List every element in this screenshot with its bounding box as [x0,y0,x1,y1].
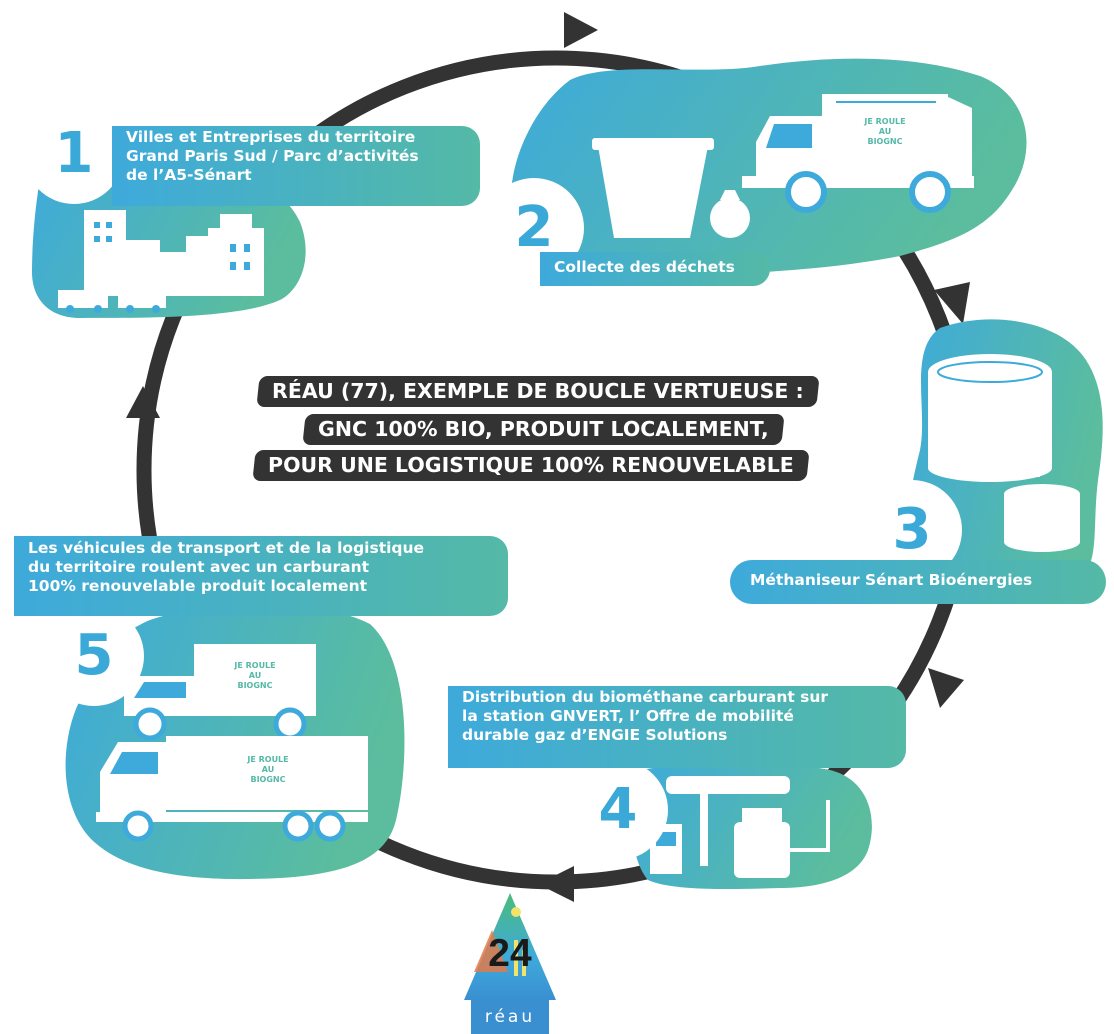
step-5-label-line-3: 100% renouvelable produit localement [28,576,368,595]
step-4-label-line-2: la station GNVERT, l’ Offre de mobilité [462,706,794,725]
delivery-trucks-icon: JE ROULE AU BIOGNC JE ROULE AU BIOGNC [96,644,368,842]
van-text-line-3: BIOGNC [237,681,272,690]
truck-text-line-3: BIOGNC [867,137,902,146]
truck-text-line-2: AU [879,127,891,136]
step-1-label-line-1: Villes et Entreprises du territoire [126,128,416,146]
loop-arrows [126,12,970,902]
step-1-label-line-3: de l’A5-Sénart [126,165,252,184]
step-5-number: 5 [44,606,144,706]
methanizer-tank-icon [928,354,1080,552]
arrow-right-top-icon [934,282,970,324]
fuel-station-icon [650,776,830,878]
logo-wordmark: réau [484,1007,536,1027]
step-2-label: Collecte des déchets [540,252,770,286]
title-line-1-text: RÉAU (77), EXEMPLE DE BOUCLE VERTUEUSE : [272,379,804,403]
title-line-3-text: POUR UNE LOGISTIQUE 100% RENOUVELABLE [268,453,794,477]
step-4-label-line-1: Distribution du biométhane carburant sur [462,688,829,706]
city-buildings-icon [58,210,264,308]
step-4-label: Distribution du biométhane carburant sur… [448,686,906,768]
arrow-left-icon [126,386,160,418]
page-number: 24 [488,932,532,975]
step-5-label-line-1: Les véhicules de transport et de la logi… [28,539,425,557]
title-line-2-text: GNC 100% BIO, PRODUIT LOCALEMENT, [318,417,769,441]
garbage-truck-icon: JE ROULE AU BIOGNC [742,94,974,213]
waste-bin-icon [592,138,750,238]
title-line-2: GNC 100% BIO, PRODUIT LOCALEMENT, [302,414,785,445]
step-4-number: 4 [568,760,668,860]
truck-text-line-2: AU [262,765,274,774]
truck-text-line-1: JE ROULE [863,117,905,126]
step-5-label-line-2: du territoire roulent avec un carburant [28,557,370,576]
step-5-label: Les véhicules de transport et de la logi… [14,536,508,616]
step-2-illustration: JE ROULE AU BIOGNC [511,58,1027,275]
truck-text-line-3: BIOGNC [250,775,285,784]
arrow-right-bottom-icon [928,668,964,708]
step-4-label-line-3: durable gaz d’ENGIE Solutions [462,725,728,744]
van-text-line-2: AU [249,671,261,680]
step-3-label-line-1: Méthaniseur Sénart Bioénergies [750,571,1033,589]
arrow-bottom-icon [538,866,574,902]
step-1-label-line-2: Grand Paris Sud / Parc d’activités [126,146,419,165]
step-2-number: 2 [484,178,584,278]
step-4-illustration [630,762,872,890]
title-line-1: RÉAU (77), EXEMPLE DE BOUCLE VERTUEUSE : [256,376,820,407]
step-1-number: 1 [24,104,124,204]
truck-text-line-1: JE ROULE [246,755,288,764]
step-3-label: Méthaniseur Sénart Bioénergies [730,560,1106,604]
title-line-3: POUR UNE LOGISTIQUE 100% RENOUVELABLE [252,450,810,481]
step-1-label: Villes et Entreprises du territoire Gran… [112,126,480,206]
step-5-illustration: JE ROULE AU BIOGNC JE ROULE AU BIOGNC [65,604,405,880]
step-2-label-line-1: Collecte des déchets [554,258,735,276]
arrow-top-icon [564,12,598,48]
reau-logo [464,893,556,1034]
van-text-line-1: JE ROULE [233,661,275,670]
